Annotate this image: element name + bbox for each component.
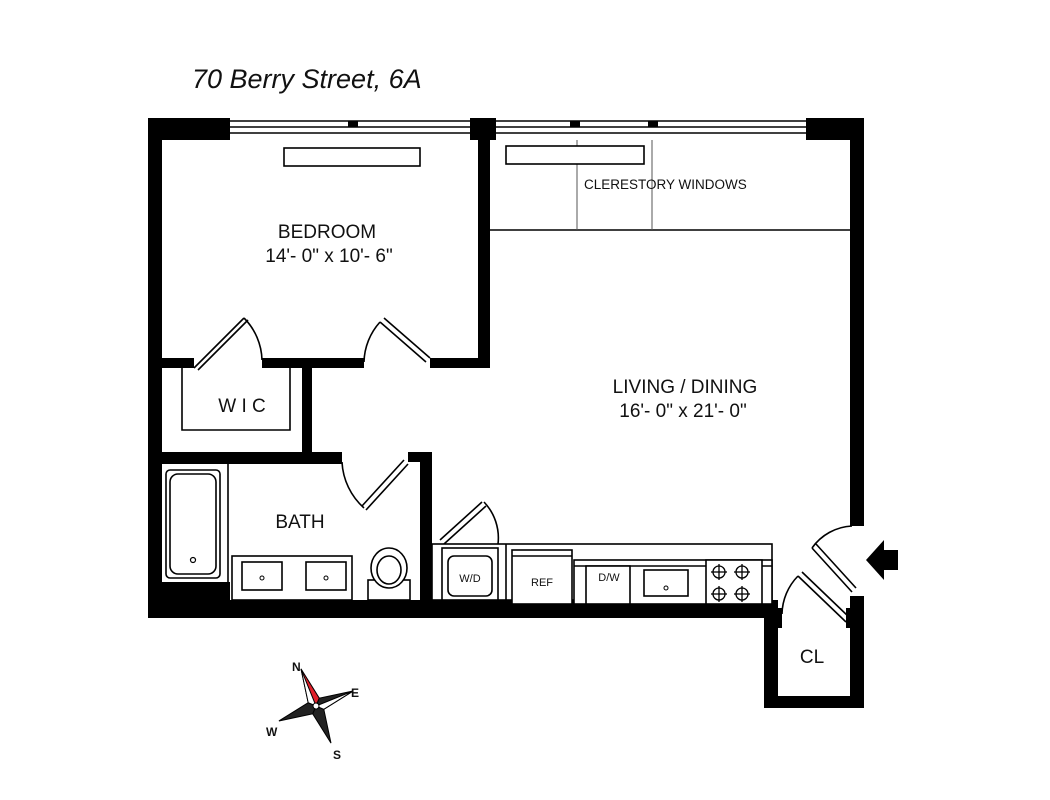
living-dims: 16'- 0" x 21'- 0": [619, 401, 746, 422]
kitchen-sink: [643, 569, 689, 597]
closet-label: CL: [800, 647, 824, 668]
clerestory-fixture: [505, 145, 645, 165]
top-windows: [230, 120, 806, 134]
bedroom-radiator: [283, 147, 421, 167]
compass-n: N: [292, 660, 301, 674]
dishwasher: [585, 565, 631, 605]
compass-e: E: [351, 686, 359, 700]
bedroom-door: [363, 317, 431, 363]
interior-walls: [148, 118, 490, 618]
doors: [193, 317, 857, 623]
entry-arrow-icon: [866, 540, 898, 580]
wic-label: W I C: [218, 396, 266, 417]
wic-door: [193, 317, 263, 371]
bath-door: [341, 459, 409, 511]
refrigerator: [511, 549, 573, 605]
bedroom-name: BEDROOM: [278, 222, 376, 243]
kitchen: W/D REF D/W: [431, 543, 773, 605]
ref-label: REF: [531, 577, 553, 589]
living-name: LIVING / DINING: [613, 377, 758, 398]
compass-s: S: [333, 748, 341, 762]
clerestory-label: CLERESTORY WINDOWS: [584, 177, 747, 192]
entry-door: [811, 525, 857, 593]
bath-fixtures: BATH: [165, 464, 411, 601]
compass-icon: [278, 668, 354, 744]
compass-w: W: [266, 725, 278, 739]
wd-label: W/D: [459, 573, 480, 585]
wd-closet-door: [439, 501, 500, 545]
closet-door: [781, 571, 851, 623]
bath-label: BATH: [275, 512, 324, 533]
burners: [711, 564, 750, 602]
plan-title: 70 Berry Street, 6A: [192, 64, 422, 94]
clerestory-windows: CLERESTORY WINDOWS: [490, 140, 852, 231]
bedroom-dims: 14'- 0" x 10'- 6": [265, 246, 392, 267]
dw-label: D/W: [598, 572, 620, 584]
walk-in-closet: W I C: [181, 368, 291, 431]
